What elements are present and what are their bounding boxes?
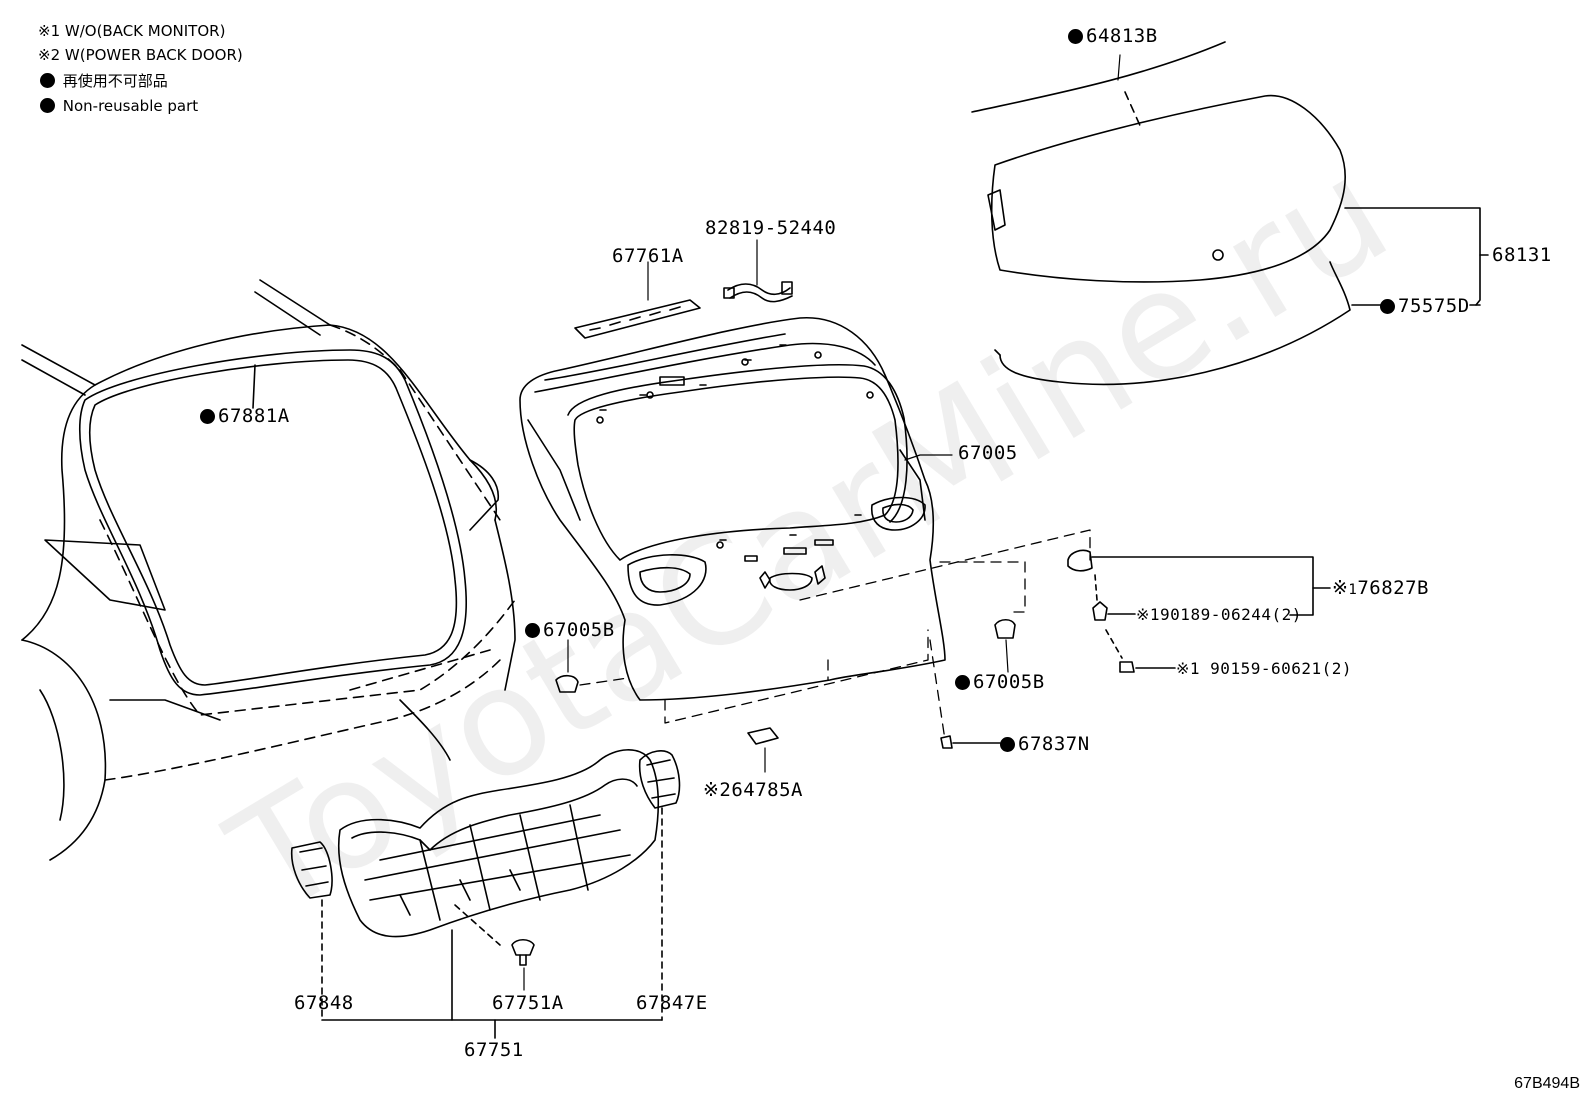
cushion-67005b-left <box>555 639 579 693</box>
back-door-67005 <box>519 317 946 701</box>
legend-non-reusable-en: Non-reusable part <box>40 97 198 115</box>
legend-note-2: ※2 W(POWER BACK DOOR) <box>38 46 243 64</box>
legend-jp-text: 再使用不可部品 <box>62 72 168 90</box>
rear-glass-68131 <box>987 94 1489 306</box>
label-64813b[interactable]: 64813B <box>1068 26 1158 46</box>
filled-dot-icon <box>40 73 55 88</box>
cushion-67005b-right <box>994 618 1016 673</box>
label-67005[interactable]: 67005 <box>958 442 1018 464</box>
screw-90159 <box>1105 629 1176 673</box>
filled-dot-icon <box>1380 299 1395 314</box>
label-90189-06244[interactable]: ※190189-06244(2) <box>1136 605 1302 624</box>
label-90159-60621[interactable]: ※1 90159-60621(2) <box>1176 659 1353 678</box>
molding-64813b <box>971 41 1226 131</box>
label-67837n[interactable]: 67837N <box>1000 734 1090 754</box>
legend-en-text: Non-reusable part <box>62 97 199 115</box>
label-68131[interactable]: 68131 <box>1492 244 1552 266</box>
cover-67848 <box>290 841 333 1021</box>
label-64785a[interactable]: ※264785A <box>703 779 803 801</box>
wire-harness-82819 <box>723 239 793 303</box>
label-82819-52440[interactable]: 82819-52440 <box>705 217 837 239</box>
filled-dot-icon <box>525 623 540 638</box>
label-67751[interactable]: 67751 <box>464 1039 524 1061</box>
label-76827b[interactable]: ※176827B <box>1332 577 1429 599</box>
clip-67837n <box>940 735 1001 749</box>
cover-67847e <box>638 750 681 1021</box>
label-67881a[interactable]: 67881A <box>200 406 290 426</box>
weatherstrip-67881a <box>79 349 468 696</box>
legend-non-reusable-jp: 再使用不可部品 <box>40 72 168 90</box>
vehicle-body-outline <box>21 279 516 861</box>
legend-note-1: ※1 W/O(BACK MONITOR) <box>38 22 226 40</box>
label-75575d[interactable]: 75575D <box>1380 296 1470 316</box>
filled-dot-icon <box>40 98 55 113</box>
spoiler-67761a <box>574 261 701 339</box>
filled-dot-icon <box>1068 29 1083 44</box>
filled-dot-icon <box>1000 737 1015 752</box>
fastener-67751a <box>511 938 535 991</box>
label-67751a[interactable]: 67751A <box>492 992 564 1014</box>
filled-dot-icon <box>955 675 970 690</box>
door-trim-67751 <box>321 749 663 1039</box>
bumper-76827b <box>1067 549 1331 616</box>
label-67005b-left[interactable]: 67005B <box>525 620 615 640</box>
screw-90189 <box>1092 574 1136 621</box>
label-67761a[interactable]: 67761A <box>612 245 684 267</box>
label-67847e[interactable]: 67847E <box>636 992 708 1014</box>
label-67005b-right[interactable]: 67005B <box>955 672 1045 692</box>
switch-64785a <box>747 727 779 773</box>
label-67848[interactable]: 67848 <box>294 992 354 1014</box>
diagram-code: 67B494B <box>1514 1075 1580 1092</box>
filled-dot-icon <box>200 409 215 424</box>
dam-75575d <box>994 261 1481 386</box>
